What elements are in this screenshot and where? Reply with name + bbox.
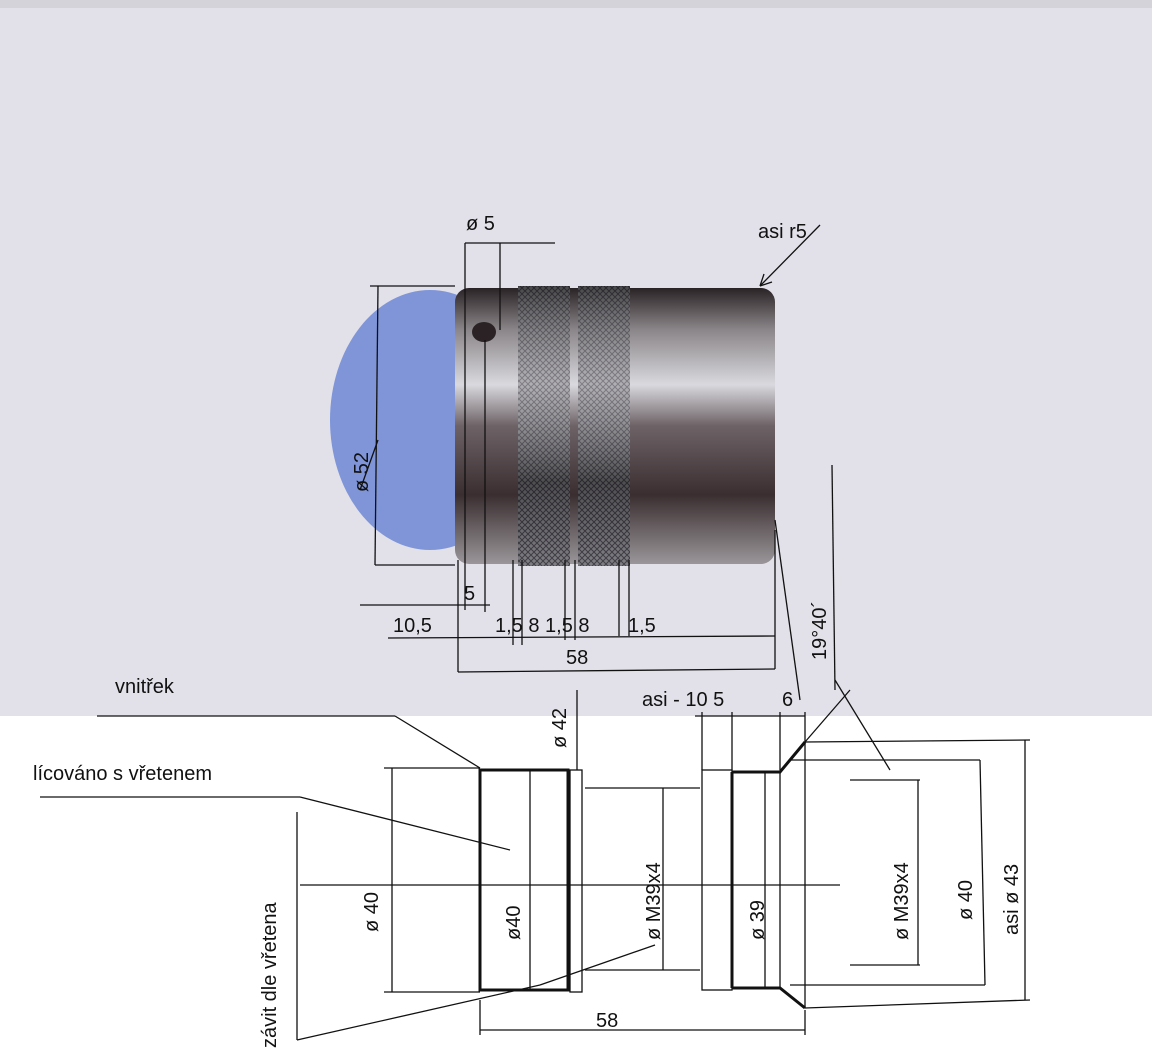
dim-58-top-label: 58	[566, 647, 588, 669]
dia-43-label: asi ø 43	[1001, 864, 1023, 935]
angle-label: 19°40´	[809, 601, 831, 660]
dim-1-5-label: 1,5	[628, 615, 656, 637]
thread-right-label: ø M39x4	[891, 862, 913, 940]
section-drawing	[40, 679, 1031, 1041]
outer-diameter-label: ø 52	[351, 452, 373, 492]
dia-39-label: ø 39	[747, 900, 769, 940]
thread-note-label: závit dle vřetena	[259, 901, 281, 1048]
fitted-label: lícováno s vřetenem	[33, 763, 212, 785]
dim-58-bottom-label: 58	[596, 1010, 618, 1032]
dims-right-label: asi - 10 5	[642, 689, 724, 711]
dim-10-5-label: 10,5	[393, 615, 432, 637]
inner-label: vnitřek	[115, 676, 175, 698]
thread-left-label: ø M39x4	[643, 862, 665, 940]
photo-dimension-lines	[359, 224, 836, 701]
dia-40-left-label: ø 40	[361, 892, 383, 932]
hole-diameter-label: ø 5	[466, 213, 495, 235]
dia-42-label: ø 42	[549, 708, 571, 748]
cylinder-part-photo	[455, 286, 775, 566]
dim-6-label: 6	[782, 689, 793, 711]
dim-knurl-row-label: 1,5 8 1,5 8	[495, 615, 590, 637]
dia-40-inner-label: ø40	[503, 906, 525, 940]
radius-note-label: asi r5	[758, 221, 807, 243]
dia-40-right-label: ø 40	[955, 880, 977, 920]
dim-5-label: 5	[464, 583, 475, 605]
